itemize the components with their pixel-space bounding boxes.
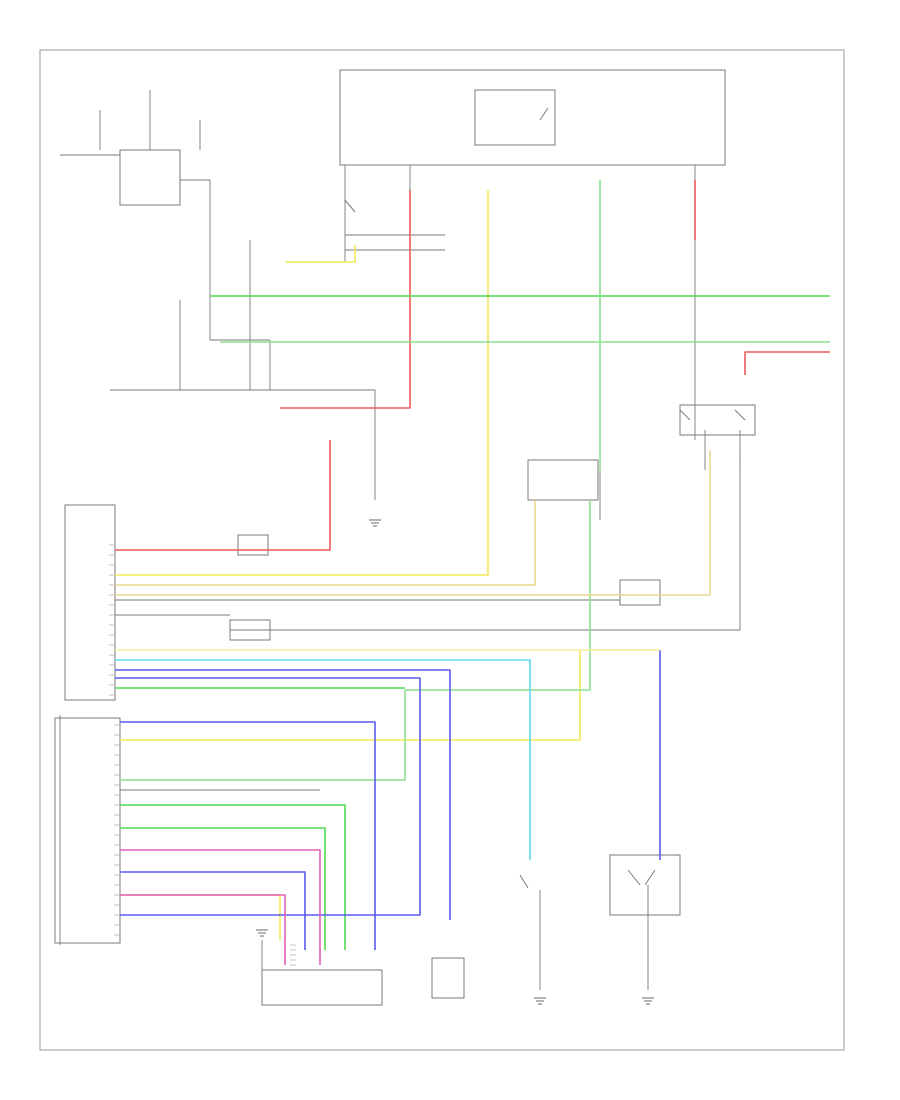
tr-sensor-block <box>261 969 383 1006</box>
blue-wire-2 <box>115 677 421 916</box>
gray-wire-1 <box>285 165 346 263</box>
switch-block-right <box>679 404 756 436</box>
fuse-relay-box <box>339 69 726 166</box>
ground-symbol-4 <box>256 929 268 937</box>
colored-wires <box>115 180 830 965</box>
relay-mid <box>527 459 599 501</box>
speed-sensor-block <box>431 957 465 999</box>
green-wire-relay <box>120 500 591 781</box>
switch-contact-6 <box>644 869 656 886</box>
module-block <box>54 717 121 944</box>
yellow-wire-cruise <box>285 245 356 263</box>
switch-contact-1 <box>539 107 549 121</box>
gray-wires <box>59 90 741 990</box>
ground-symbol-2 <box>534 997 546 1005</box>
ground-symbol-3 <box>642 997 654 1005</box>
relay-box <box>474 89 556 146</box>
cyan-wire-speed <box>115 659 531 860</box>
gray-wire-6 <box>180 179 211 300</box>
blue-wire-3 <box>120 721 376 950</box>
red-wire-fuse-to-ecm <box>280 190 411 409</box>
brake-switch-block <box>609 854 681 916</box>
components <box>54 69 756 1006</box>
pink-wire-sensor <box>120 894 286 965</box>
control-unit-connector <box>64 504 116 701</box>
relay-small <box>237 534 269 556</box>
relay-mid-2 <box>619 579 661 606</box>
gray-wire-9 <box>209 300 270 341</box>
green-wire-lower <box>120 804 346 950</box>
switch-contact-4 <box>519 874 529 889</box>
pink-wire-sensor-2 <box>120 849 321 965</box>
green-wire-sensor-2 <box>120 827 326 950</box>
tan-wire-2 <box>115 450 711 596</box>
switch-contact-5 <box>627 869 641 886</box>
switch-contact-7 <box>344 199 356 213</box>
yellow-wire-lower <box>120 649 660 741</box>
switches <box>344 107 746 889</box>
yellow-wire-main <box>115 190 489 576</box>
red-wire-ecm-lower <box>115 440 331 551</box>
switch-contact-3 <box>734 409 746 421</box>
blue-wire-1 <box>115 669 451 920</box>
ground-symbol-1 <box>369 519 381 527</box>
gray-wire-7 <box>110 389 376 500</box>
tan-wire-1 <box>115 500 536 586</box>
cruise-control-unit <box>119 149 181 206</box>
connector-pins <box>109 544 296 966</box>
gray-wire-22 <box>230 450 741 631</box>
ground-symbols <box>256 519 654 1005</box>
red-wire-brake-switch <box>744 351 830 375</box>
switch-contact-2 <box>679 409 691 421</box>
blue-wire-4 <box>120 871 306 950</box>
yellow-wire-sensor <box>120 894 281 940</box>
diagram-frame <box>39 49 845 1051</box>
